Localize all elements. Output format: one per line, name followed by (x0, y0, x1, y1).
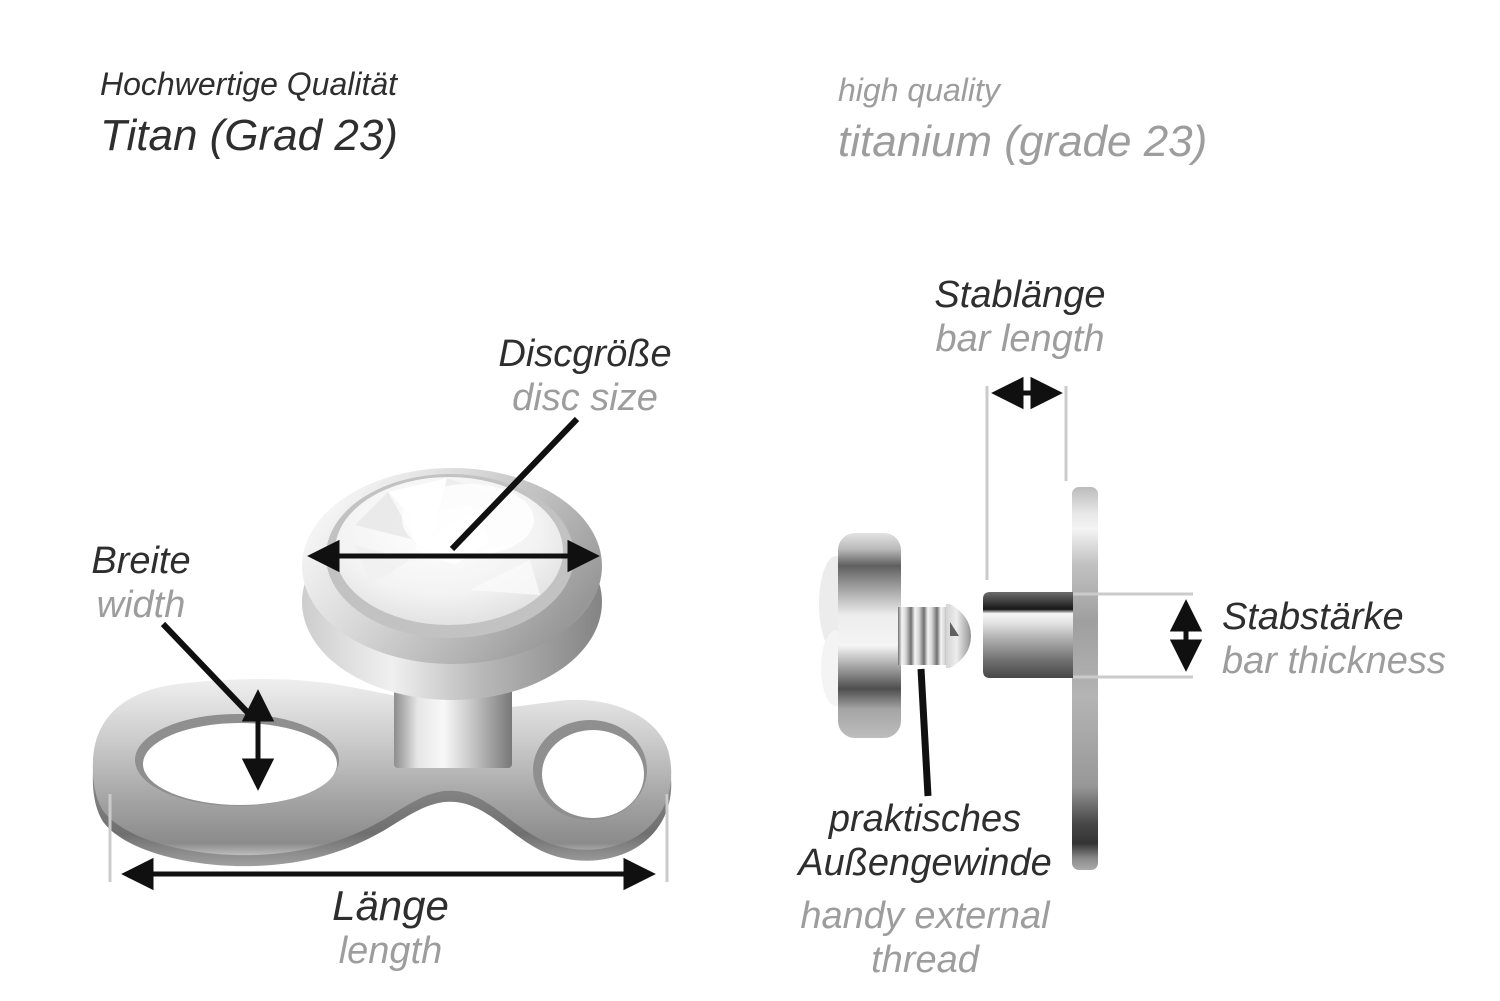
width-label-en: width (96, 583, 186, 626)
crystal-highlight (402, 484, 534, 556)
header-english: high quality titanium (grade 23) (838, 72, 1207, 167)
disc-size-label: Discgröße disc size (450, 333, 720, 420)
width-leader-line (160, 621, 254, 719)
bar-length-label: Stablänge bar length (900, 274, 1140, 361)
disc-size-leader-line (449, 416, 580, 552)
header-english-line2: titanium (grade 23) (838, 116, 1208, 166)
bar-thickness-label: Stabstärke bar thickness (1222, 596, 1446, 683)
external-thread-label: praktisches Außengewinde handy external … (772, 798, 1078, 983)
plate-left-hole (143, 723, 337, 805)
header-german-line1: Hochwertige Qualität (100, 66, 398, 102)
width-label: Breite width (70, 540, 212, 627)
bar-thickness-label-en: bar thickness (1222, 639, 1446, 682)
thread-tip-notch (950, 622, 959, 636)
disc-size-label-de: Discgröße (498, 333, 672, 375)
external-thread-label-de1: praktisches (828, 798, 1022, 840)
header-german: Hochwertige Qualität Titan (Grad 23) (100, 66, 398, 161)
header-english-line1: high quality (838, 72, 1000, 108)
measurement-graphics (108, 376, 1203, 891)
bar-length-label-en: bar length (935, 317, 1105, 360)
left-illustration-dermal-anchor (92, 468, 672, 867)
length-label-de: Länge (332, 882, 449, 929)
thread-leader-line (917, 668, 932, 797)
length-label-en: length (338, 930, 443, 973)
width-label-de: Breite (91, 540, 191, 582)
external-thread (898, 607, 948, 665)
bar (983, 592, 1073, 678)
header-german-line2: Titan (Grad 23) (100, 110, 398, 160)
disc-size-label-en: disc size (512, 376, 658, 419)
bar-thickness-label-de: Stabstärke (1222, 596, 1404, 638)
bar-length-label-de: Stablänge (934, 274, 1106, 316)
external-thread-label-en1: handy external (800, 895, 1050, 938)
plate-right-hole (542, 730, 644, 818)
side-disc (838, 533, 901, 738)
external-thread-label-de2: Außengewinde (798, 841, 1052, 884)
length-label: Länge length (268, 882, 513, 974)
right-illustration-side-view (819, 487, 1098, 870)
external-thread-label-en2: thread (871, 939, 979, 982)
